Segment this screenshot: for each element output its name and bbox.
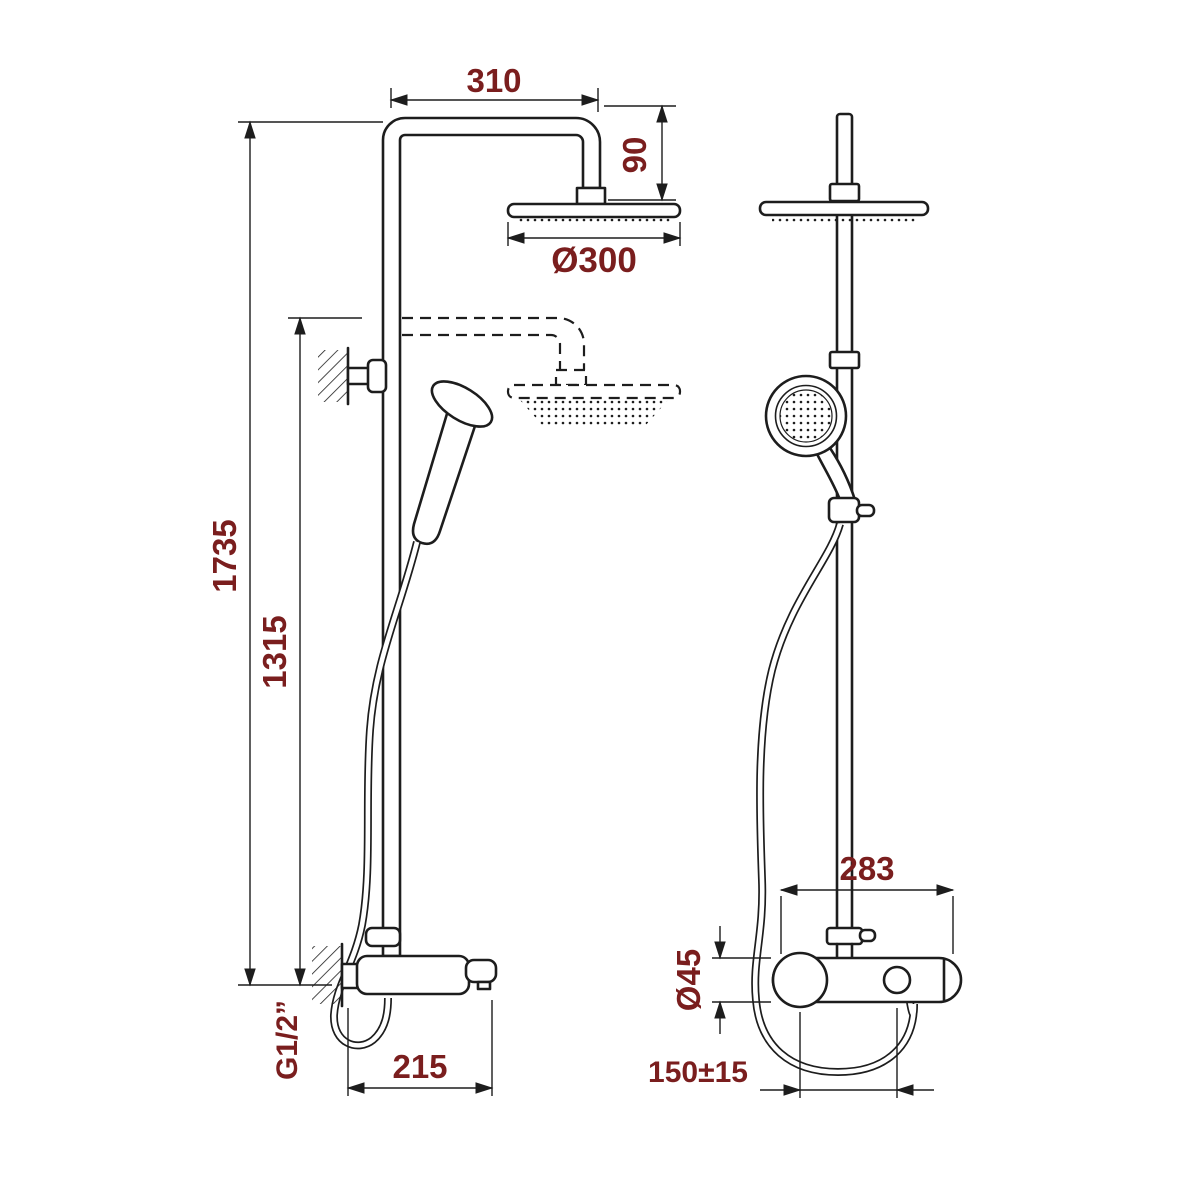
slider-bracket — [827, 496, 861, 524]
riser-and-arm — [381, 116, 602, 958]
rain-head — [506, 186, 682, 224]
dim-total-height: 1735 — [206, 120, 383, 987]
shower-hose-side — [751, 522, 918, 1077]
dim-bracket-height: 1315 — [256, 316, 362, 987]
dim-body-width: 283 — [779, 850, 955, 954]
dim-body-diameter: Ø45 — [670, 926, 771, 1034]
hand-shower-handle — [411, 405, 479, 546]
dim-283-label: 283 — [839, 850, 894, 887]
dim-1315-label: 1315 — [256, 615, 293, 688]
dim-215-label: 215 — [392, 1048, 447, 1085]
dim-thread-label: G1/2” — [271, 1000, 304, 1080]
hand-shower-front — [411, 380, 494, 546]
mixer-valve-side — [771, 926, 963, 1009]
slider-knob — [855, 503, 876, 518]
diverter-knob-side — [858, 928, 877, 943]
dim-head-diameter: Ø300 — [506, 222, 682, 280]
dim-spout-reach: 215 — [346, 1000, 494, 1096]
head-nut-side — [828, 182, 861, 203]
front-view: 1735 1315 310 90 Ø300 — [206, 62, 682, 1096]
mixer-body — [355, 954, 471, 996]
dim-90-label: 90 — [616, 137, 653, 174]
dim-310-label: 310 — [466, 62, 521, 99]
dim-inlet-spacing: 150±15 — [648, 1008, 934, 1098]
bracket-clamp — [366, 358, 388, 394]
head-nut — [575, 186, 607, 206]
spout — [464, 958, 498, 984]
spray-face-dots-side — [772, 216, 916, 222]
hand-shower-face-ring — [774, 384, 838, 448]
hand-shower-nozzles — [779, 389, 833, 443]
pipe-base-fitting — [825, 926, 864, 946]
dim-d45-label: Ø45 — [670, 949, 707, 1011]
diverter-knob — [364, 926, 402, 948]
dim-d300-label: Ø300 — [551, 241, 637, 280]
dim-arm-width: 310 — [389, 62, 600, 112]
rain-head-side — [758, 182, 930, 222]
spray-cone-dots — [520, 400, 668, 426]
shower-hose-front — [329, 541, 421, 1050]
valve-cap-right — [882, 965, 912, 995]
valve-cap-left — [771, 951, 829, 1009]
pipe-joint-nut — [828, 350, 861, 370]
dim-head-drop: 90 — [604, 104, 676, 202]
wall-bracket — [318, 346, 374, 406]
dim-1735-label: 1735 — [206, 519, 243, 592]
mixer-valve-front — [312, 926, 498, 1008]
spray-face-dots — [518, 218, 670, 224]
side-view: 283 Ø45 150±15 — [648, 112, 963, 1098]
hand-shower-head — [430, 380, 494, 428]
aerator — [476, 980, 492, 991]
dim-150-label: 150±15 — [648, 1056, 748, 1089]
alternate-position-dashed — [402, 316, 682, 426]
hand-shower-side — [764, 374, 876, 524]
